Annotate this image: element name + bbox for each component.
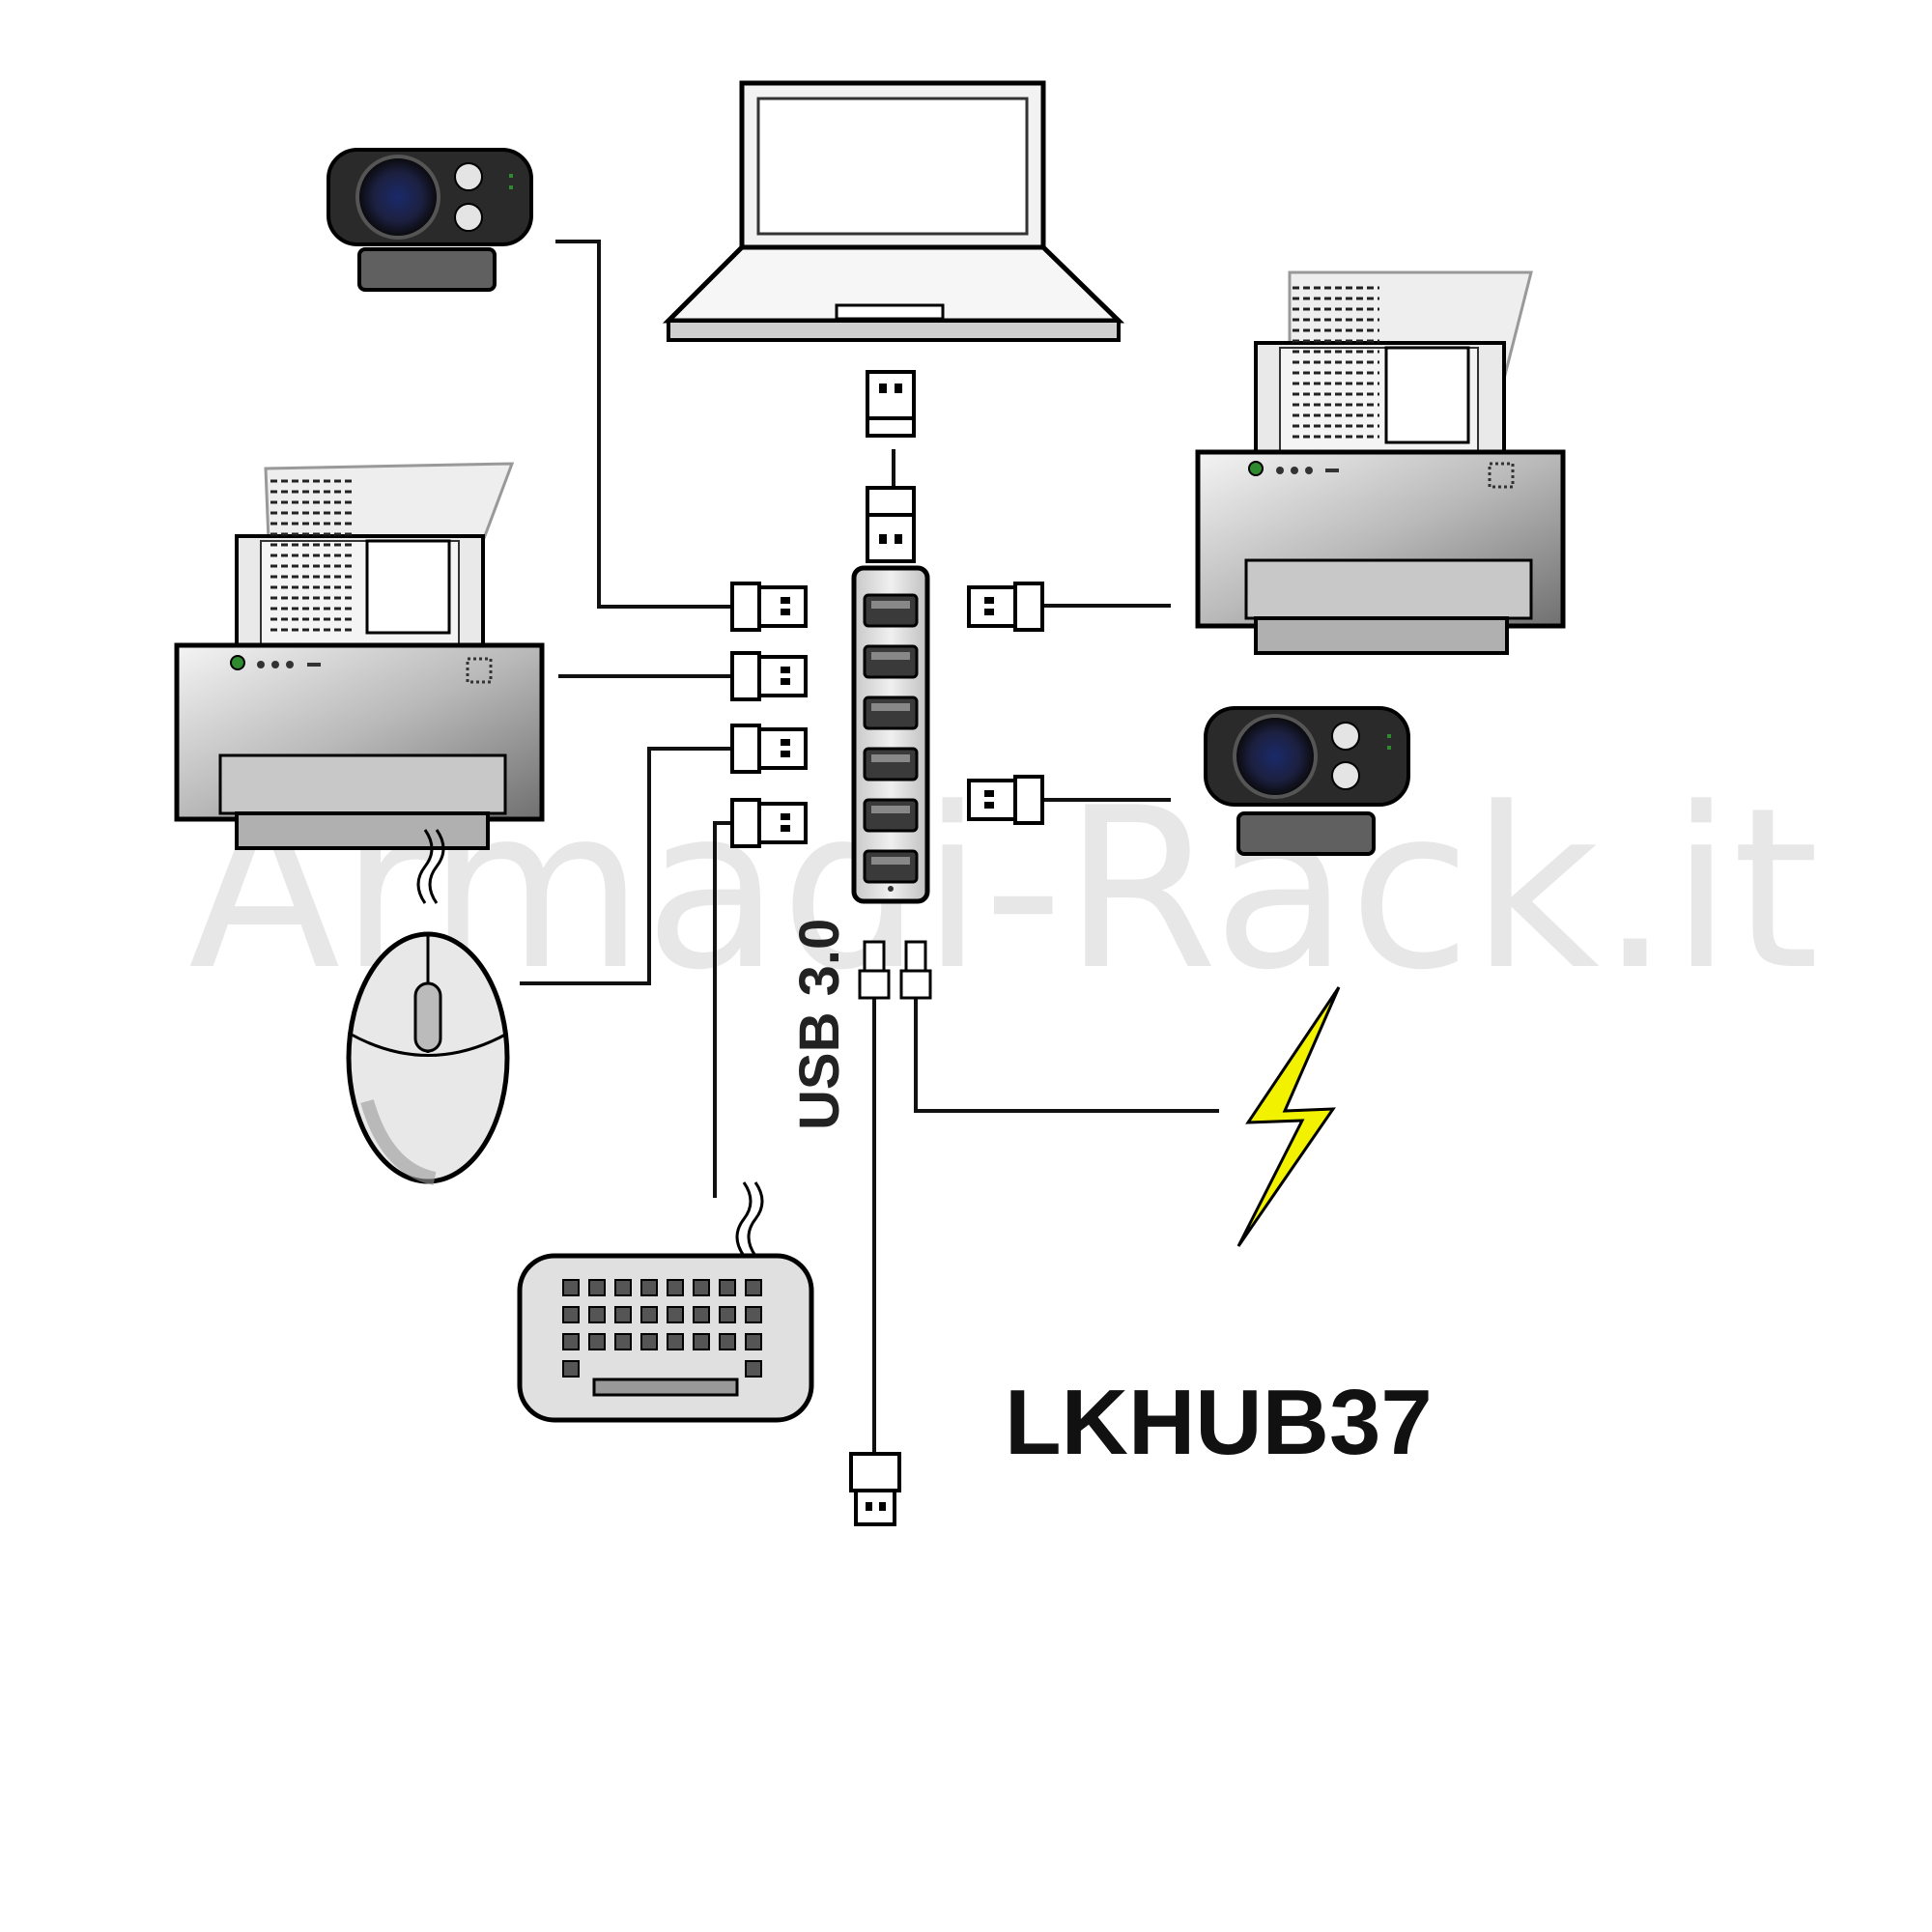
usb-plug [730, 651, 808, 701]
wires [520, 240, 1219, 1459]
hub-port [863, 747, 919, 781]
webcam-icon-right [1204, 706, 1410, 856]
hub-ports [863, 593, 919, 884]
hub-port [863, 696, 919, 730]
usb-version-label: USB 3.0 [788, 919, 851, 1130]
bottom-usb-plug [849, 1452, 901, 1526]
upstream-plug-top [866, 370, 916, 438]
upstream-plug-bottom [866, 486, 916, 563]
keyboard-icon [517, 1181, 814, 1423]
power-bolt-icon [1236, 986, 1341, 1247]
left-plugs [730, 582, 808, 848]
printer-icon-right [1195, 270, 1566, 655]
hub-port [863, 644, 919, 679]
usb-plug [730, 724, 808, 774]
usb-plug [967, 775, 1044, 825]
usb-plug [730, 798, 808, 848]
hub-port [863, 798, 919, 833]
hub-port [863, 849, 919, 884]
usb-hub [851, 565, 930, 904]
laptop-icon [662, 80, 1125, 342]
hub-bottom-connectors [858, 940, 932, 1000]
usb-plug [730, 582, 808, 632]
webcam-icon-top-left [327, 148, 533, 292]
usb-plug [967, 582, 1044, 632]
hub-port [863, 593, 919, 628]
right-plugs [967, 582, 1044, 825]
printer-icon-left [174, 462, 545, 850]
model-label: LKHUB37 [1005, 1371, 1433, 1474]
mouse-icon [346, 829, 510, 1185]
